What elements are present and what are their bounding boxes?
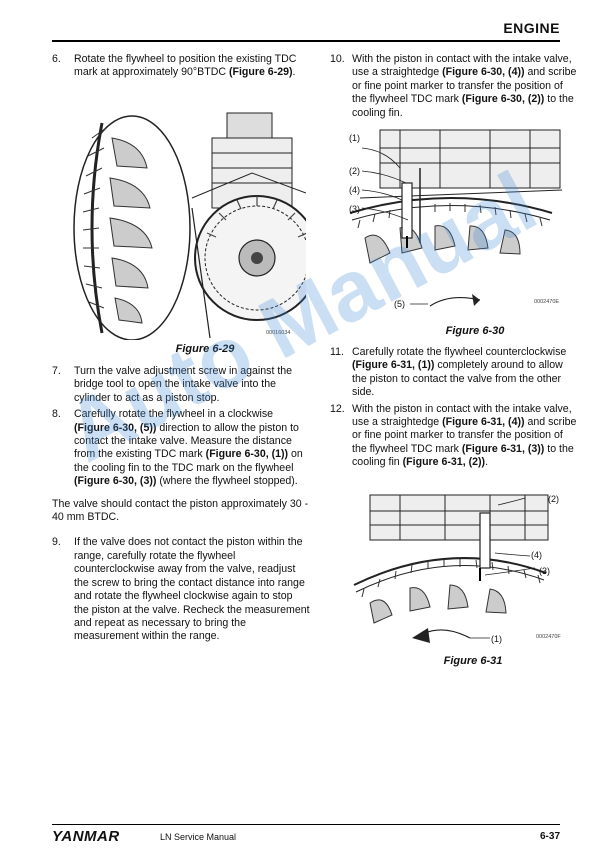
section-title: ENGINE — [503, 20, 560, 36]
step-text: . — [485, 456, 489, 469]
note-text: The valve should contact the piston appr… — [52, 497, 309, 524]
brand-logo: YANMAR — [52, 828, 120, 845]
figure-ref: (Figure 6-31, (3)) — [461, 442, 545, 455]
step-number: 10. — [330, 53, 345, 65]
figure-id: 0002470F — [536, 634, 561, 640]
step-9: 9. If the valve does not contact the pis… — [52, 536, 310, 643]
step-text: Turn the valve adjustment screw in again… — [74, 365, 293, 404]
figure-6-31-illustration — [353, 494, 549, 643]
step-text: Carefully rotate the flywheel in a clock… — [74, 408, 274, 421]
callout-label: (1) — [491, 634, 502, 644]
step-text: to the cooling fin — [352, 442, 574, 469]
step-6: 6. Rotate the flywheel to position the e… — [52, 53, 310, 80]
footer-rule — [52, 824, 560, 825]
figure-ref: (Figure 6-30, (5)) — [74, 421, 157, 434]
figure-6-30-illustration — [349, 129, 562, 307]
step-text: If the valve does not contact the piston… — [74, 536, 310, 643]
step-text: direction to allow the piston to contact… — [74, 421, 299, 461]
step-number: 9. — [52, 536, 61, 549]
figure-ref: (Figure 6-31, (2)) — [402, 456, 486, 469]
step-text: (where the flywheel stopped). — [156, 475, 298, 488]
callout-label: (4) — [349, 185, 360, 195]
callout-label: (3) — [539, 566, 550, 576]
callout-label: (5) — [394, 299, 405, 309]
step-text: Carefully rotate the flywheel counterclo… — [352, 346, 567, 358]
figure-caption: Figure 6-30 — [445, 325, 505, 337]
figure-ref: (Figure 6-31, (4)) — [442, 416, 525, 429]
callout-label: (3) — [349, 204, 360, 214]
step-number: 6. — [52, 53, 61, 65]
step-number: 7. — [52, 365, 61, 377]
right-column-bottom: 11. Carefully rotate the flywheel counte… — [330, 346, 580, 470]
callout-label: (2) — [548, 494, 559, 504]
step-text: to the cooling fin. — [352, 93, 574, 119]
figure-caption: Figure 6-31 — [443, 655, 503, 667]
step-text: With the piston in contact with the inta… — [352, 53, 572, 79]
figure-ref: (Figure 6-29) — [228, 66, 293, 79]
step-number: 11. — [330, 346, 344, 358]
right-column-top: 10. With the piston in contact with the … — [330, 53, 580, 120]
figure-ref: (Figure 6-30, (2)) — [461, 93, 545, 106]
left-column-bottom: 7. Turn the valve adjustment screw in ag… — [52, 365, 310, 644]
figure-ref: (Figure 6-30, (1)) — [205, 448, 289, 461]
figure-caption: Figure 6-29 — [175, 343, 235, 355]
callout-label: (1) — [349, 133, 360, 143]
callout-label: (2) — [349, 166, 360, 176]
figure-ref: (Figure 6-31, (1)) — [352, 359, 435, 372]
figure-6-29-illustration — [73, 112, 306, 340]
callout-label: (4) — [531, 550, 542, 560]
step-11: 11. Carefully rotate the flywheel counte… — [330, 346, 580, 400]
left-column-top: 6. Rotate the flywheel to position the e… — [52, 53, 310, 80]
step-10: 10. With the piston in contact with the … — [330, 53, 580, 120]
step-text: and scribe or fine point marker to trans… — [352, 66, 577, 106]
page-number: 6-37 — [539, 831, 560, 842]
step-12: 12. With the piston in contact with the … — [330, 403, 580, 470]
step-text: completely around to allow the piston to… — [352, 359, 563, 399]
figure-id: 00016034 — [266, 330, 291, 336]
step-text: on the cooling fin to the TDC mark on th… — [74, 448, 303, 474]
step-8: 8. Carefully rotate the flywheel in a cl… — [52, 408, 310, 488]
step-number: 12. — [330, 402, 345, 415]
step-text: and scribe or fine point marker to trans… — [352, 416, 577, 455]
figure-ref: (Figure 6-30, (3)) — [74, 475, 157, 488]
step-text: With the piston in contact with the inta… — [352, 402, 572, 429]
step-number: 8. — [52, 408, 61, 421]
step-text: . — [292, 66, 296, 79]
step-text: Rotate the flywheel to position the exis… — [74, 53, 297, 79]
figure-id: 0002470E — [534, 299, 560, 305]
step-7: 7. Turn the valve adjustment screw in ag… — [52, 365, 310, 405]
figure-ref: (Figure 6-30, (4)) — [442, 66, 525, 79]
manual-name: LN Service Manual — [160, 832, 237, 842]
header-rule — [52, 40, 560, 42]
